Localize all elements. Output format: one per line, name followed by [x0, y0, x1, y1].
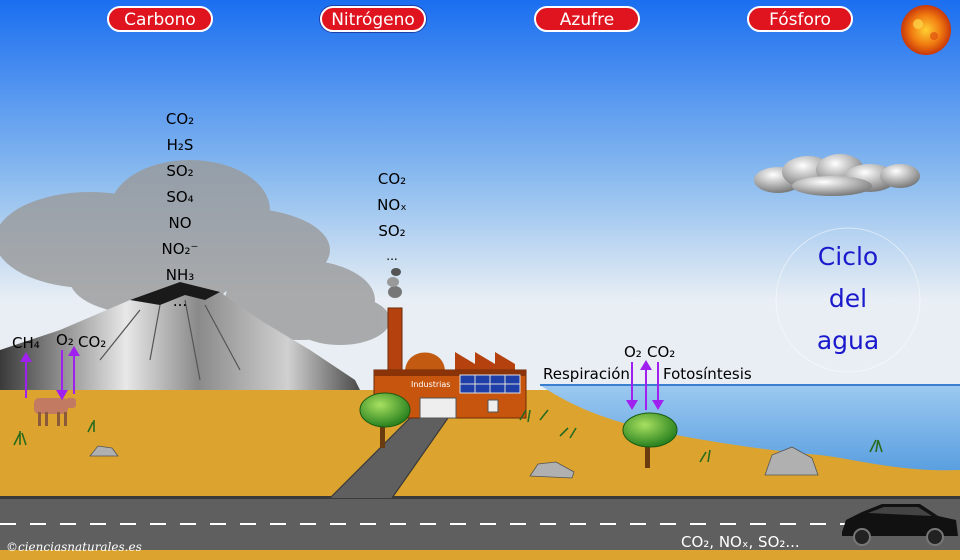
water-cycle-word: agua — [773, 320, 923, 362]
tree-o2-label: O₂ — [624, 345, 642, 360]
water-cycle-word: Ciclo — [773, 236, 923, 278]
credit-text[interactable]: ©cienciasnaturales.es — [6, 540, 142, 554]
tab-azufre[interactable]: Azufre — [534, 6, 640, 32]
volcano-gas: CO₂ — [150, 112, 210, 138]
animal-o2-label: O₂ — [56, 333, 74, 348]
water-cycle-link[interactable]: Ciclo del agua — [773, 236, 923, 362]
volcano-gas: SO₂ — [150, 164, 210, 190]
factory-gas-list: CO₂ NOₓ SO₂ ... — [362, 172, 422, 276]
tab-nitrogeno-label: Nitrógeno — [331, 10, 415, 30]
road-emissions-label: CO₂, NOₓ, SO₂... — [681, 533, 800, 551]
volcano-gas: SO₄ — [150, 190, 210, 216]
tree-gas-arrows — [626, 360, 664, 410]
volcano-gas: ... — [150, 294, 210, 320]
methane-label: CH₄ — [12, 336, 40, 351]
factory-gas: NOₓ — [362, 198, 422, 224]
tab-fosforo[interactable]: Fósforo — [747, 6, 853, 32]
photosynthesis-label: Fotosíntesis — [663, 367, 752, 382]
volcano-gas: NO₂⁻ — [150, 242, 210, 268]
volcano-gas: H₂S — [150, 138, 210, 164]
respiration-label: Respiración — [543, 367, 630, 382]
factory-label: Industrias — [411, 380, 450, 389]
factory-gas: CO₂ — [362, 172, 422, 198]
sun-icon — [901, 5, 951, 55]
tab-carbono[interactable]: Carbono — [107, 6, 213, 32]
tab-fosforo-label: Fósforo — [769, 10, 831, 30]
water-cycle-word: del — [773, 278, 923, 320]
factory-gas: ... — [362, 250, 422, 276]
tab-azufre-label: Azufre — [560, 10, 614, 30]
animal-co2-label: CO₂ — [78, 335, 106, 350]
factory-gas: SO₂ — [362, 224, 422, 250]
tree-co2-label: CO₂ — [647, 345, 675, 360]
tab-carbono-label: Carbono — [124, 10, 196, 30]
volcano-gas: NH₃ — [150, 268, 210, 294]
volcano-gas-list: CO₂ H₂S SO₂ SO₄ NO NO₂⁻ NH₃ ... — [150, 112, 210, 320]
volcano-gas: NO — [150, 216, 210, 242]
tab-nitrogeno[interactable]: Nitrógeno — [320, 6, 426, 32]
